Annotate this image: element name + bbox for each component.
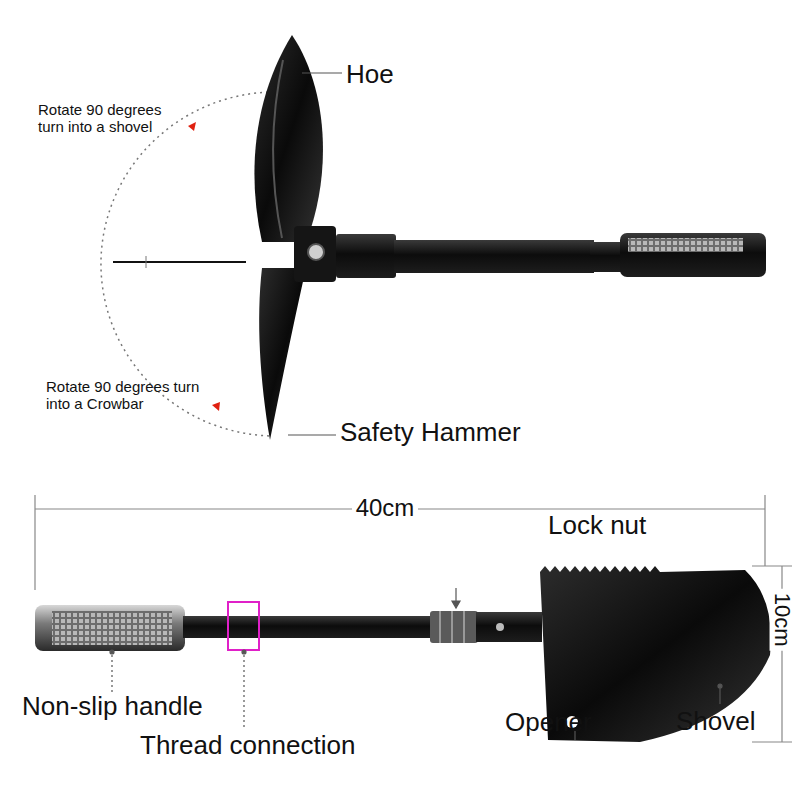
leader-line [302, 72, 342, 73]
part-label: Hoe [346, 60, 394, 90]
dimension-label: 40cm [352, 494, 419, 522]
note-label: Rotate 90 degrees turn into a shovel [38, 101, 188, 136]
highlight-box [228, 602, 259, 650]
part-label: Shovel [676, 707, 756, 737]
pick-head [254, 35, 336, 440]
pick-handle [336, 233, 766, 278]
part-label: Non-slip handle [22, 692, 203, 722]
leader-line [288, 434, 336, 435]
dimension-label: 10cm [769, 589, 794, 651]
note-label: Rotate 90 degrees turn into a Crowbar [46, 378, 206, 413]
part-label: Lock nut [548, 511, 646, 541]
part-label: Opener [505, 708, 592, 738]
part-label: Thread connection [140, 731, 355, 761]
part-label: Safety Hammer [340, 418, 521, 448]
